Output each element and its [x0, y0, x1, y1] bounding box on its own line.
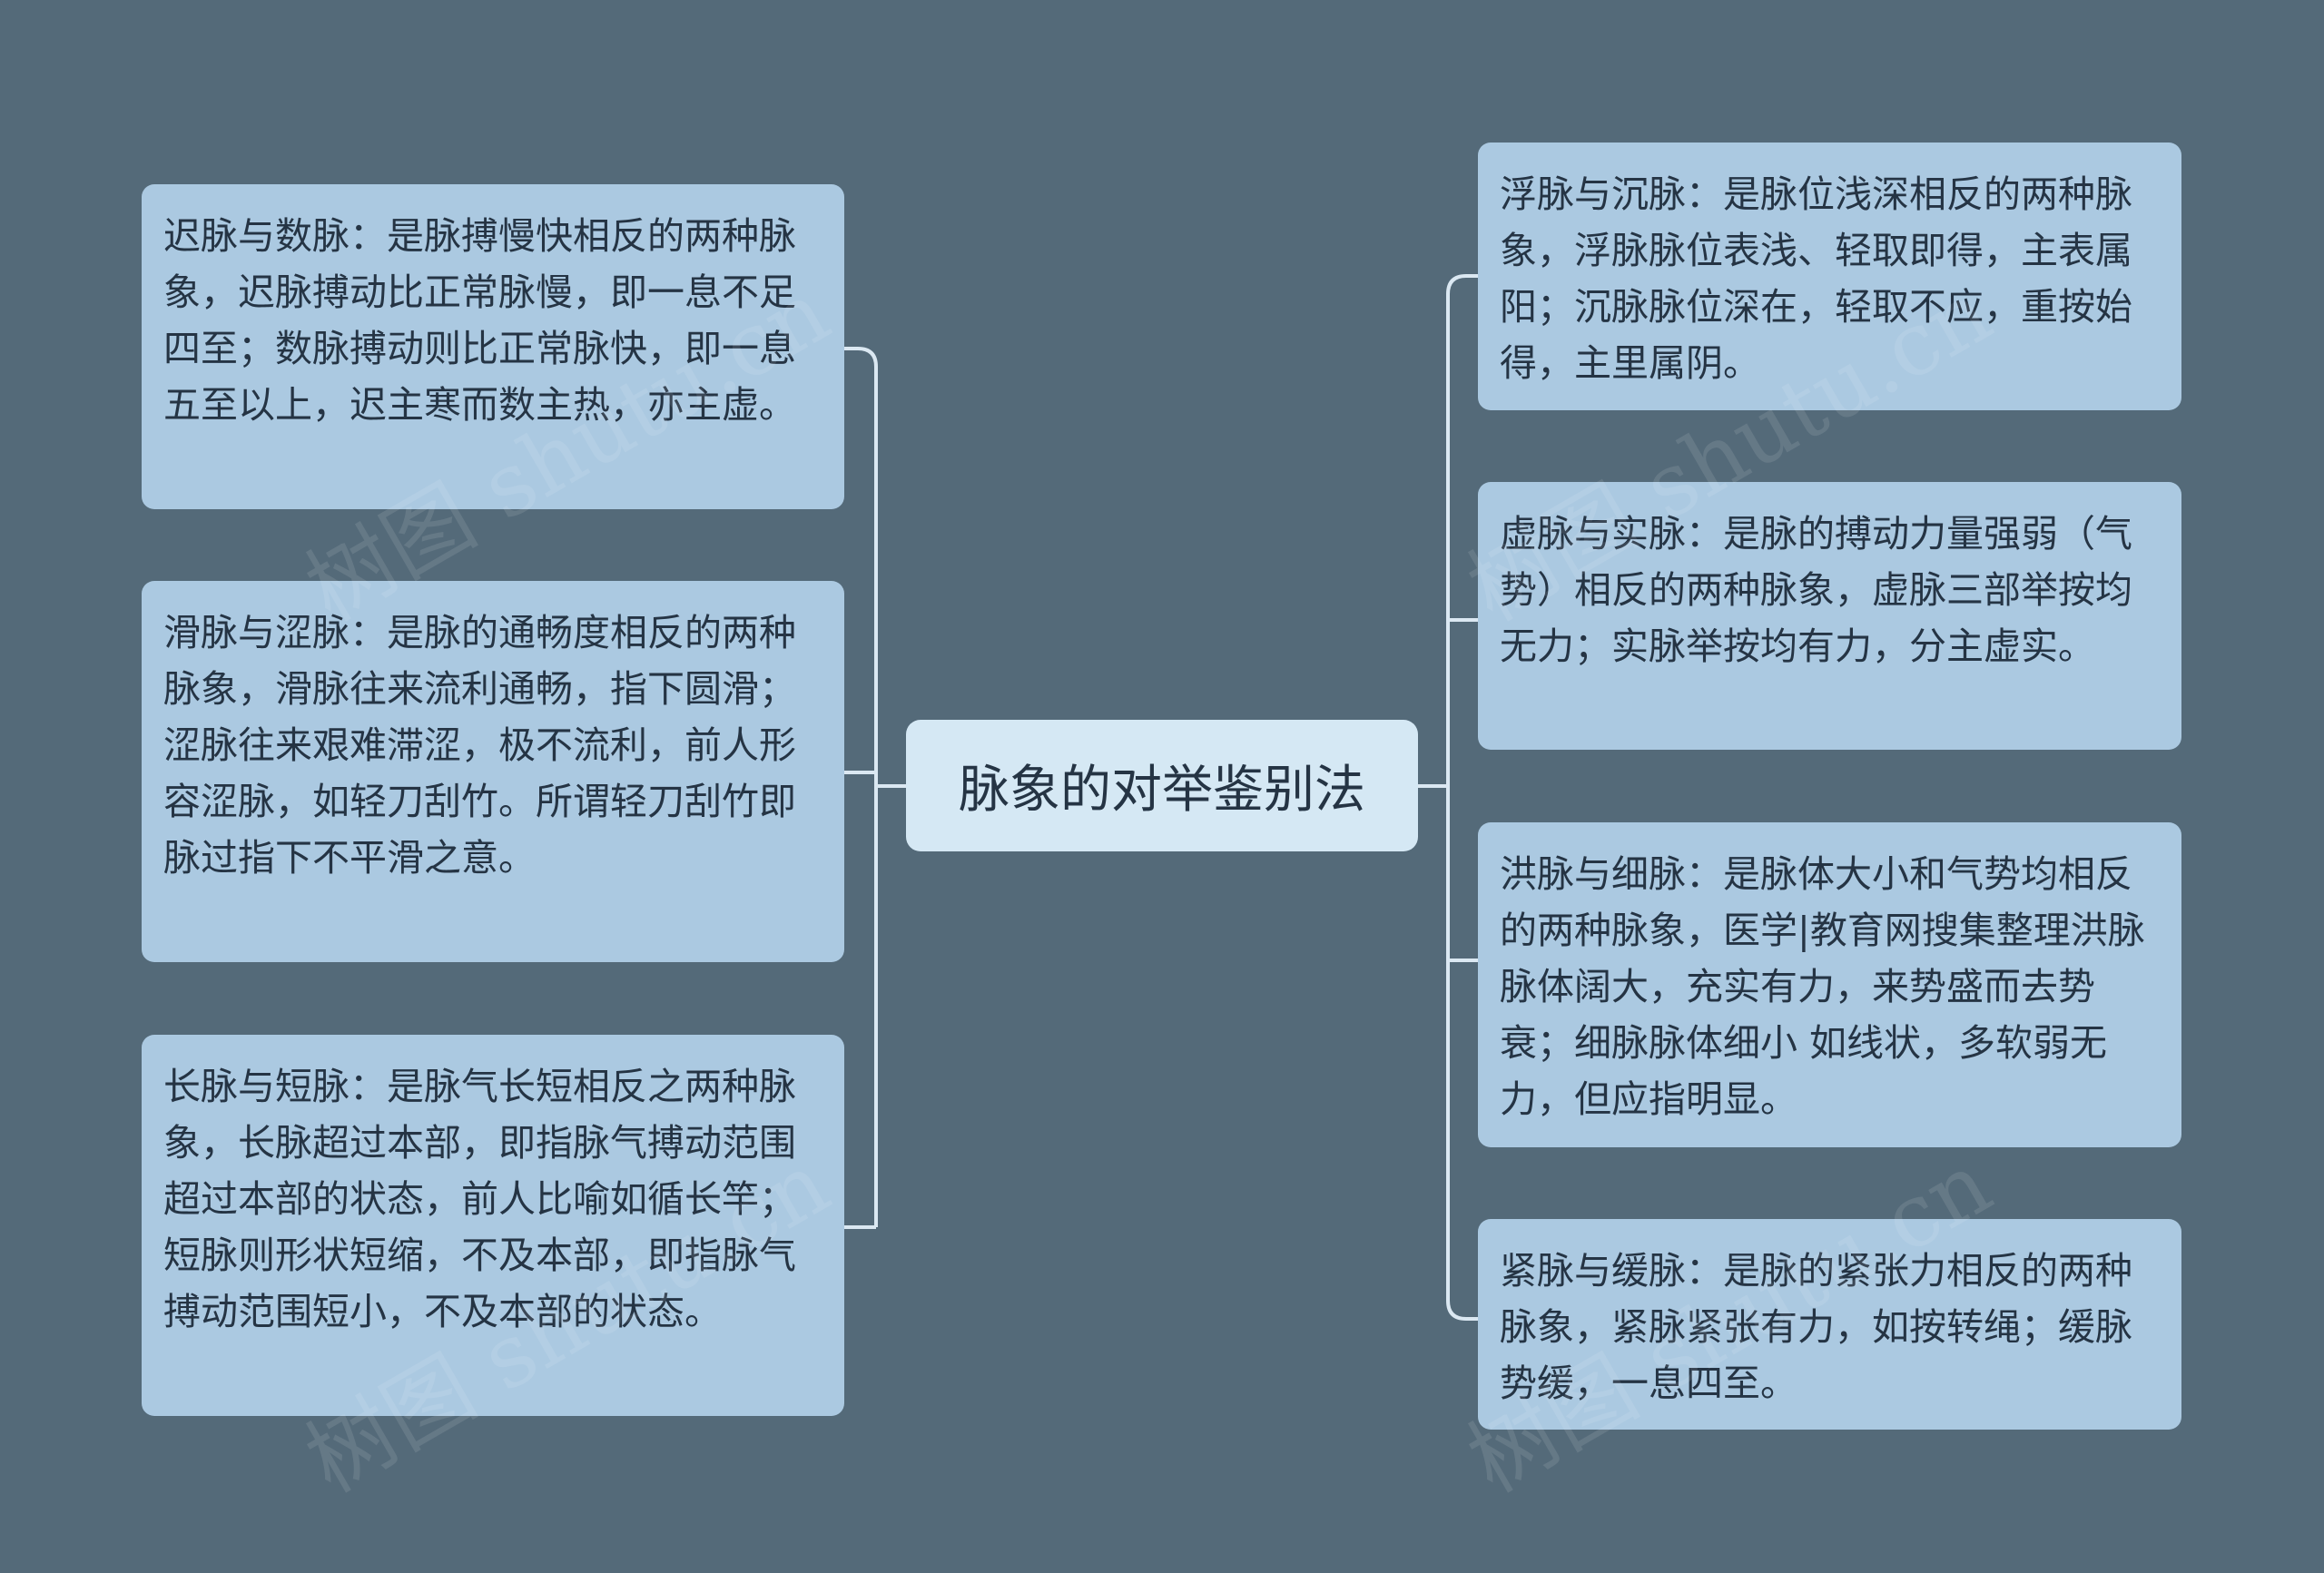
node-text: 长脉与短脉：是脉气长短相反之两种脉象，长脉超过本部，即指脉气搏动范围超过本部的状…	[163, 1065, 796, 1333]
left-node-3[interactable]: 长脉与短脉：是脉气长短相反之两种脉象，长脉超过本部，即指脉气搏动范围超过本部的状…	[142, 1035, 844, 1416]
connector-left-trunk	[874, 367, 906, 1227]
right-node-1[interactable]: 浮脉与沉脉：是脉位浅深相反的两种脉象，浮脉脉位表浅、轻取即得，主表属阳；沉脉脉位…	[1478, 143, 2181, 410]
connector-right-4	[1446, 1300, 1478, 1321]
left-node-1[interactable]: 迟脉与数脉：是脉搏慢快相反的两种脉象，迟脉搏动比正常脉慢，即一息不足四至；数脉搏…	[142, 184, 844, 509]
node-text: 虚脉与实脉：是脉的搏动力量强弱（气势）相反的两种脉象，虚脉三部举按均无力；实脉举…	[1500, 512, 2132, 668]
node-text: 迟脉与数脉：是脉搏慢快相反的两种脉象，迟脉搏动比正常脉慢，即一息不足四至；数脉搏…	[163, 214, 796, 427]
connector-left-1	[844, 347, 878, 368]
central-topic-label: 脉象的对举鉴别法	[959, 761, 1365, 820]
node-text: 浮脉与沉脉：是脉位浅深相反的两种脉象，浮脉脉位表浅、轻取即得，主表属阳；沉脉脉位…	[1500, 172, 2132, 385]
node-text: 洪脉与细脉：是脉体大小和气势均相反的两种脉象，医学|教育网搜集整理洪脉脉体阔大，…	[1500, 852, 2145, 1121]
left-node-2[interactable]: 滑脉与涩脉：是脉的通畅度相反的两种脉象，滑脉往来流利通畅，指下圆滑；涩脉往来艰难…	[142, 581, 844, 962]
central-topic[interactable]: 脉象的对举鉴别法	[906, 720, 1418, 851]
connector-right-1	[1446, 274, 1478, 295]
right-node-3[interactable]: 洪脉与细脉：是脉体大小和气势均相反的两种脉象，医学|教育网搜集整理洪脉脉体阔大，…	[1478, 822, 2181, 1147]
right-node-4[interactable]: 紧脉与缓脉：是脉的紧张力相反的两种脉象，紧脉紧张有力，如按转绳；缓脉势缓，一息四…	[1478, 1219, 2181, 1430]
right-node-2[interactable]: 虚脉与实脉：是脉的搏动力量强弱（气势）相反的两种脉象，虚脉三部举按均无力；实脉举…	[1478, 482, 2181, 750]
node-text: 滑脉与涩脉：是脉的通畅度相反的两种脉象，滑脉往来流利通畅，指下圆滑；涩脉往来艰难…	[163, 611, 796, 880]
node-text: 紧脉与缓脉：是脉的紧张力相反的两种脉象，紧脉紧张有力，如按转绳；缓脉势缓，一息四…	[1500, 1249, 2132, 1405]
connector-right-trunk	[1418, 294, 1450, 1301]
